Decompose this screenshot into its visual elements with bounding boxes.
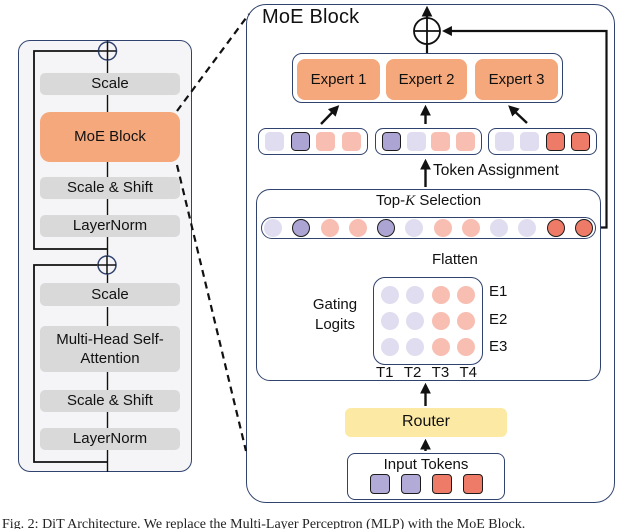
gating-row-label-e3: E3 [489, 338, 508, 355]
token-salmon [431, 286, 450, 304]
gating-row-label-e1: E1 [489, 283, 508, 300]
token-group-expert2 [375, 128, 482, 155]
token-salmon [431, 132, 451, 151]
token-red-selected [574, 219, 593, 237]
topk-selection-title: Top-K Selection [256, 192, 601, 210]
gating-row-label-e2: E2 [489, 311, 508, 328]
moe-panel-title: MoE Block [262, 6, 360, 28]
token-salmon [348, 219, 367, 237]
token-salmon [431, 338, 450, 356]
token-salmon [456, 312, 475, 330]
topk-k: K [405, 193, 416, 209]
token-salmon [320, 219, 339, 237]
token-lavender [381, 286, 400, 304]
input-tokens-label: Input Tokens [383, 456, 469, 473]
figure-caption: Fig. 2: DiT Architecture. We replace the… [2, 517, 526, 529]
gating-label-line1: Gating [312, 296, 358, 313]
token-lavender [518, 219, 537, 237]
col-label-t3: T3 [431, 364, 450, 381]
token-purple-selected [292, 219, 311, 237]
topk-suffix-word: Selection [419, 192, 482, 209]
token-red-selected [546, 219, 565, 237]
token-lavender [406, 338, 425, 356]
topk-prefix: Top- [375, 192, 406, 209]
token-salmon [456, 338, 475, 356]
token-red [431, 474, 452, 494]
token-salmon [461, 219, 480, 237]
gating-logits-box [373, 277, 483, 365]
token-lavender [406, 132, 426, 151]
token-salmon [433, 219, 452, 237]
topk-token-row [261, 217, 596, 239]
token-salmon [341, 132, 361, 151]
block-scale-lower: Scale [40, 283, 180, 306]
block-scale-shift-lower: Scale & Shift [40, 390, 180, 412]
token-salmon [316, 132, 336, 151]
token-lavender [264, 219, 282, 237]
block-layernorm-lower: LayerNorm [40, 428, 180, 450]
block-layernorm-upper: LayerNorm [40, 215, 180, 237]
token-group-expert3 [488, 128, 597, 155]
token-salmon [456, 132, 476, 151]
gating-col-labels: T1 T2 T3 T4 [376, 364, 477, 381]
token-lavender [381, 312, 400, 330]
token-purple-selected [377, 219, 396, 237]
token-purple-selected [381, 132, 401, 151]
col-label-t2: T2 [403, 364, 422, 381]
gating-label-line2: Logits [314, 316, 356, 333]
col-label-t1: T1 [376, 364, 394, 381]
token-lavender [405, 219, 424, 237]
token-red-selected [545, 132, 565, 151]
token-lavender [406, 312, 425, 330]
token-lavender [520, 132, 540, 151]
token-purple [369, 474, 390, 494]
token-lavender [265, 132, 285, 151]
token-salmon [431, 312, 450, 330]
token-salmon [456, 286, 475, 304]
token-red-selected [570, 132, 590, 151]
token-lavender [406, 286, 425, 304]
expert-1-box: Expert 1 [297, 59, 380, 100]
block-moe: MoE Block [40, 112, 180, 162]
token-group-expert1 [258, 128, 368, 155]
input-tokens-box: Input Tokens [347, 453, 505, 500]
token-purple-selected [290, 132, 310, 151]
block-scale-upper: Scale [40, 73, 180, 95]
expert-2-box: Expert 2 [386, 59, 467, 100]
token-purple [400, 474, 421, 494]
flatten-label: Flatten [432, 251, 478, 268]
router-box: Router [345, 408, 507, 437]
token-lavender [381, 338, 400, 356]
block-mhsa: Multi-Head Self-Attention [40, 326, 180, 372]
expert-3-box: Expert 3 [475, 59, 558, 100]
col-label-t4: T4 [459, 364, 477, 381]
gating-logits-label: Gating Logits [300, 295, 370, 335]
token-lavender [495, 132, 515, 151]
token-red [462, 474, 483, 494]
block-scale-shift-upper: Scale & Shift [40, 177, 180, 199]
token-lavender [490, 219, 509, 237]
token-assignment-label: Token Assignment [433, 162, 559, 179]
